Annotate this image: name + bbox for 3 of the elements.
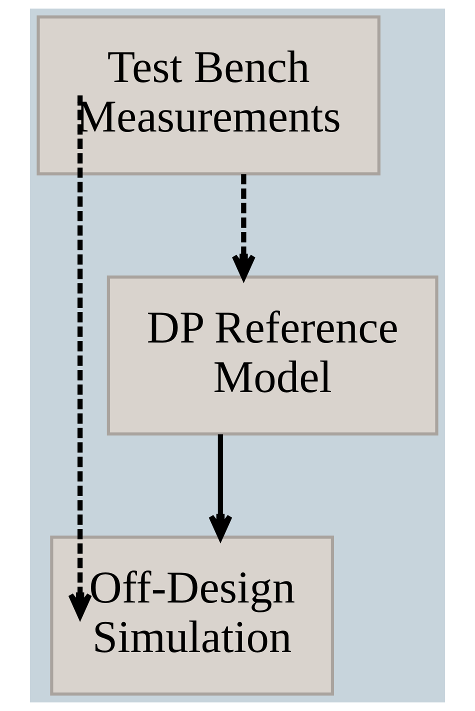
node-box: Test Bench Measurements (36, 15, 380, 176)
node-box: Off-Design Simulation (50, 536, 334, 696)
node-box: DP Reference Model (106, 276, 438, 436)
